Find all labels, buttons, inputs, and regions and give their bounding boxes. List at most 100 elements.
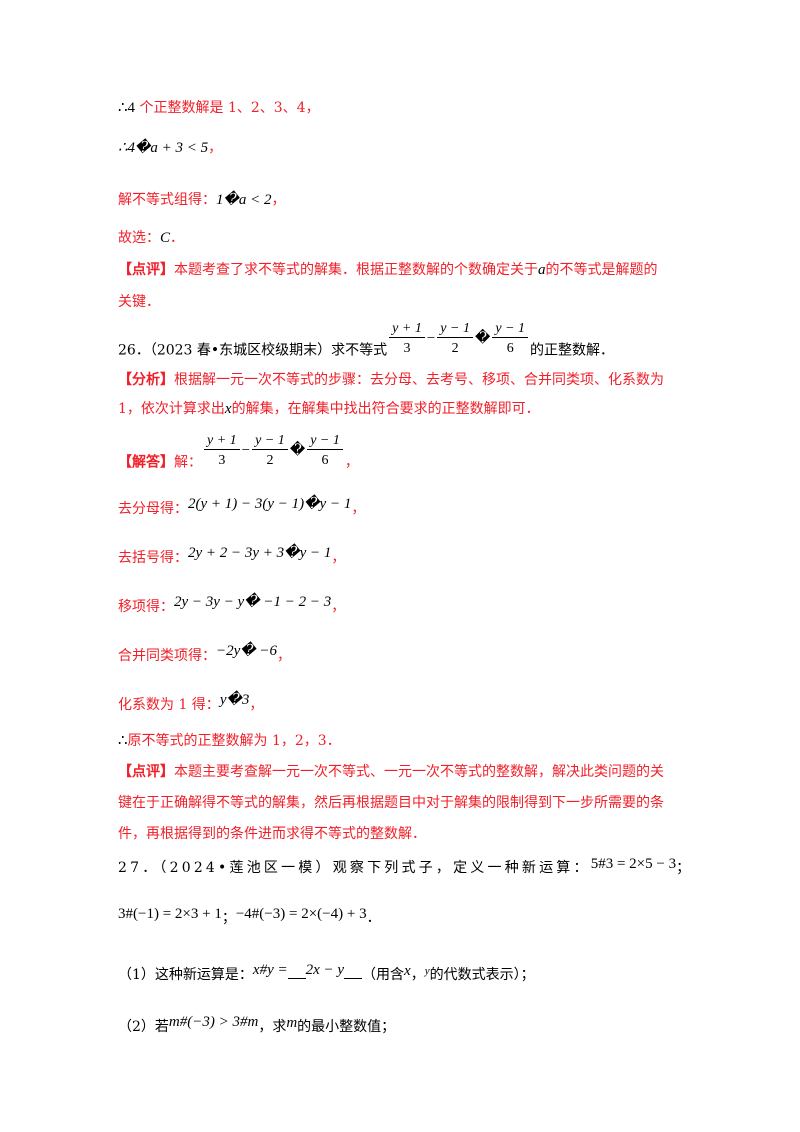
text: 2 [451,341,459,356]
text: ， [351,501,366,517]
text: x [404,963,411,979]
text: 27．（2024•莲池区一模）观察下列式子，定义一种新运算： [118,860,591,876]
text: ， [331,599,346,615]
text: 的正整数解． [530,342,615,359]
review-1-line2: 关键． [118,294,160,310]
text: − [241,442,251,459]
text: 去分母得： [118,501,188,517]
text: 化系数为 1 得： [118,697,220,713]
text: −4#(−3) = 2×(−4) + 3 [235,906,367,922]
text: ， [208,140,223,156]
text: 根据解一元一次不等式的步骤：去分母、去考号、移项、合并同类项、化系数为 [174,372,664,388]
text: ∴4�a + 3 < 5 [118,140,209,156]
part-1: （1）这种新运算是：x#y = 2x − y （用含x，y的代数式表示）； [118,960,535,985]
text: 2y − 3y − y� −1 − 2 − 3 [174,594,332,610]
text: 本题考查了求不等式的解集．根据正整数解的个数确定关于 [174,262,538,278]
text: � [474,330,491,347]
text: ， [271,192,286,208]
text: y [424,965,430,977]
step-1: 去分母得：2(y + 1) − 3(y − 1)�y − 1， [118,494,365,519]
fraction: y − 1 6 [492,320,529,357]
text: 去括号得： [118,550,188,566]
text: 26．（2023 春•东城区校级期末）求不等式 [118,342,388,359]
text: （1）这种新运算是： [118,967,253,983]
text: 个正整数解是 1、2、3、4， [135,100,320,116]
text: 6 [506,341,514,356]
text: ， [410,967,425,983]
step-3: 移项得：2y − 3y − y� −1 − 2 − 3， [118,592,345,617]
text: 3#(−1) = 2×3 + 1 [118,906,222,922]
text: 的解集，在解集中找出符合要求的正整数解即可． [231,401,540,417]
text: y + 1 [389,320,425,338]
text: 3 [403,341,411,356]
text: ． [170,230,185,246]
text: ， [249,697,264,713]
text: m [286,1015,298,1031]
text: 【解答】 [118,454,174,471]
analysis: 【分析】根据解一元一次不等式的步骤：去分母、去考号、移项、合并同类项、化系数为 [118,370,664,390]
line-positive-integer-solutions: ∴4 个正整数解是 1、2、3、4， [118,98,320,118]
question-27-examples: 3#(−1) = 2×3 + 1；−4#(−3) = 2×(−4) + 3． [118,904,381,928]
text: ， [331,550,346,566]
text: ， [344,454,359,471]
step-5: 化系数为 1 得：y�3， [118,690,263,715]
answer-blank: 2x − y [305,962,345,978]
review-2: 【点评】本题主要考查解一元一次不等式、一元一次不等式的整数解，解决此类问题的关 [118,762,664,782]
text: 2y + 2 − 3y + 3�y − 1 [188,545,332,561]
text: 2 [266,453,274,468]
text: 6 [321,453,329,468]
text: C [160,230,171,246]
text: ，求 [258,1019,287,1035]
text: 移项得： [118,599,174,615]
text: （用含 [362,967,405,983]
text: 【点评】 [118,764,174,780]
text: 解不等式组得： [118,192,216,208]
text: y − 1 [307,432,343,450]
text: ， [277,648,292,664]
text: 1�a < 2 [216,192,272,208]
text: ∴ [118,733,128,749]
text: 3 [218,453,226,468]
line-solve-system: 解不等式组得：1�a < 2， [118,190,286,210]
text: y�3 [219,692,250,708]
text: 合并同类项得： [118,648,216,664]
text: x#y = [252,962,288,978]
text: 的不等式是解题的 [545,262,658,278]
text: 1，依次计算求出 [118,401,225,417]
text: 【点评】 [118,262,174,278]
text: 【分析】 [118,372,174,388]
text: 解： [174,454,202,471]
line-choice: 故选：C． [118,228,184,248]
fraction: y + 1 3 [389,320,425,357]
part-2: （2）若m#(−3) > 3#m，求m的最小整数值； [118,1012,395,1037]
text: ； [221,910,236,926]
review-2-line2: 键在于正确解得不等式的解集，然后再根据题目中对于解集的限制得到下一步所需要的条 [118,795,664,811]
text: （2）若 [118,1019,169,1035]
text: 的代数式表示）； [429,967,535,983]
line-inequality-range: ∴4�a + 3 < 5， [118,138,222,158]
question-27: 27．（2024•莲池区一模）观察下列式子，定义一种新运算：5#3 = 2×5 … [118,854,690,878]
analysis-line2: 1，依次计算求出x的解集，在解集中找出符合要求的正整数解即可． [118,399,540,419]
conclusion: ∴原不等式的正整数解为 1，2，3． [118,731,341,751]
review-1: 【点评】本题考查了求不等式的解集．根据正整数解的个数确定关于a的不等式是解题的 [118,260,658,280]
text: m#(−3) > 3#m [168,1014,259,1030]
text: � [289,442,306,459]
text: y − 1 [252,432,288,450]
text: −2y� −6 [216,643,278,659]
review-2-line3: 件，再根据得到的条件进而求得不等式的整数解． [118,826,426,842]
text: ； [676,860,691,876]
text: y + 1 [204,432,240,450]
text: 2(y + 1) − 3(y − 1)�y − 1 [188,496,352,512]
step-4: 合并同类项得：−2y� −6， [118,641,291,666]
text: 的最小整数值； [297,1019,396,1035]
text: 原不等式的正整数解为 1，2，3． [127,733,341,749]
text: − [426,330,436,347]
text: y − 1 [492,320,529,338]
text: 故选： [118,230,160,246]
step-2: 去括号得：2y + 2 − 3y + 3�y − 1， [118,543,345,568]
text: a [538,262,546,278]
text: x [224,401,232,417]
